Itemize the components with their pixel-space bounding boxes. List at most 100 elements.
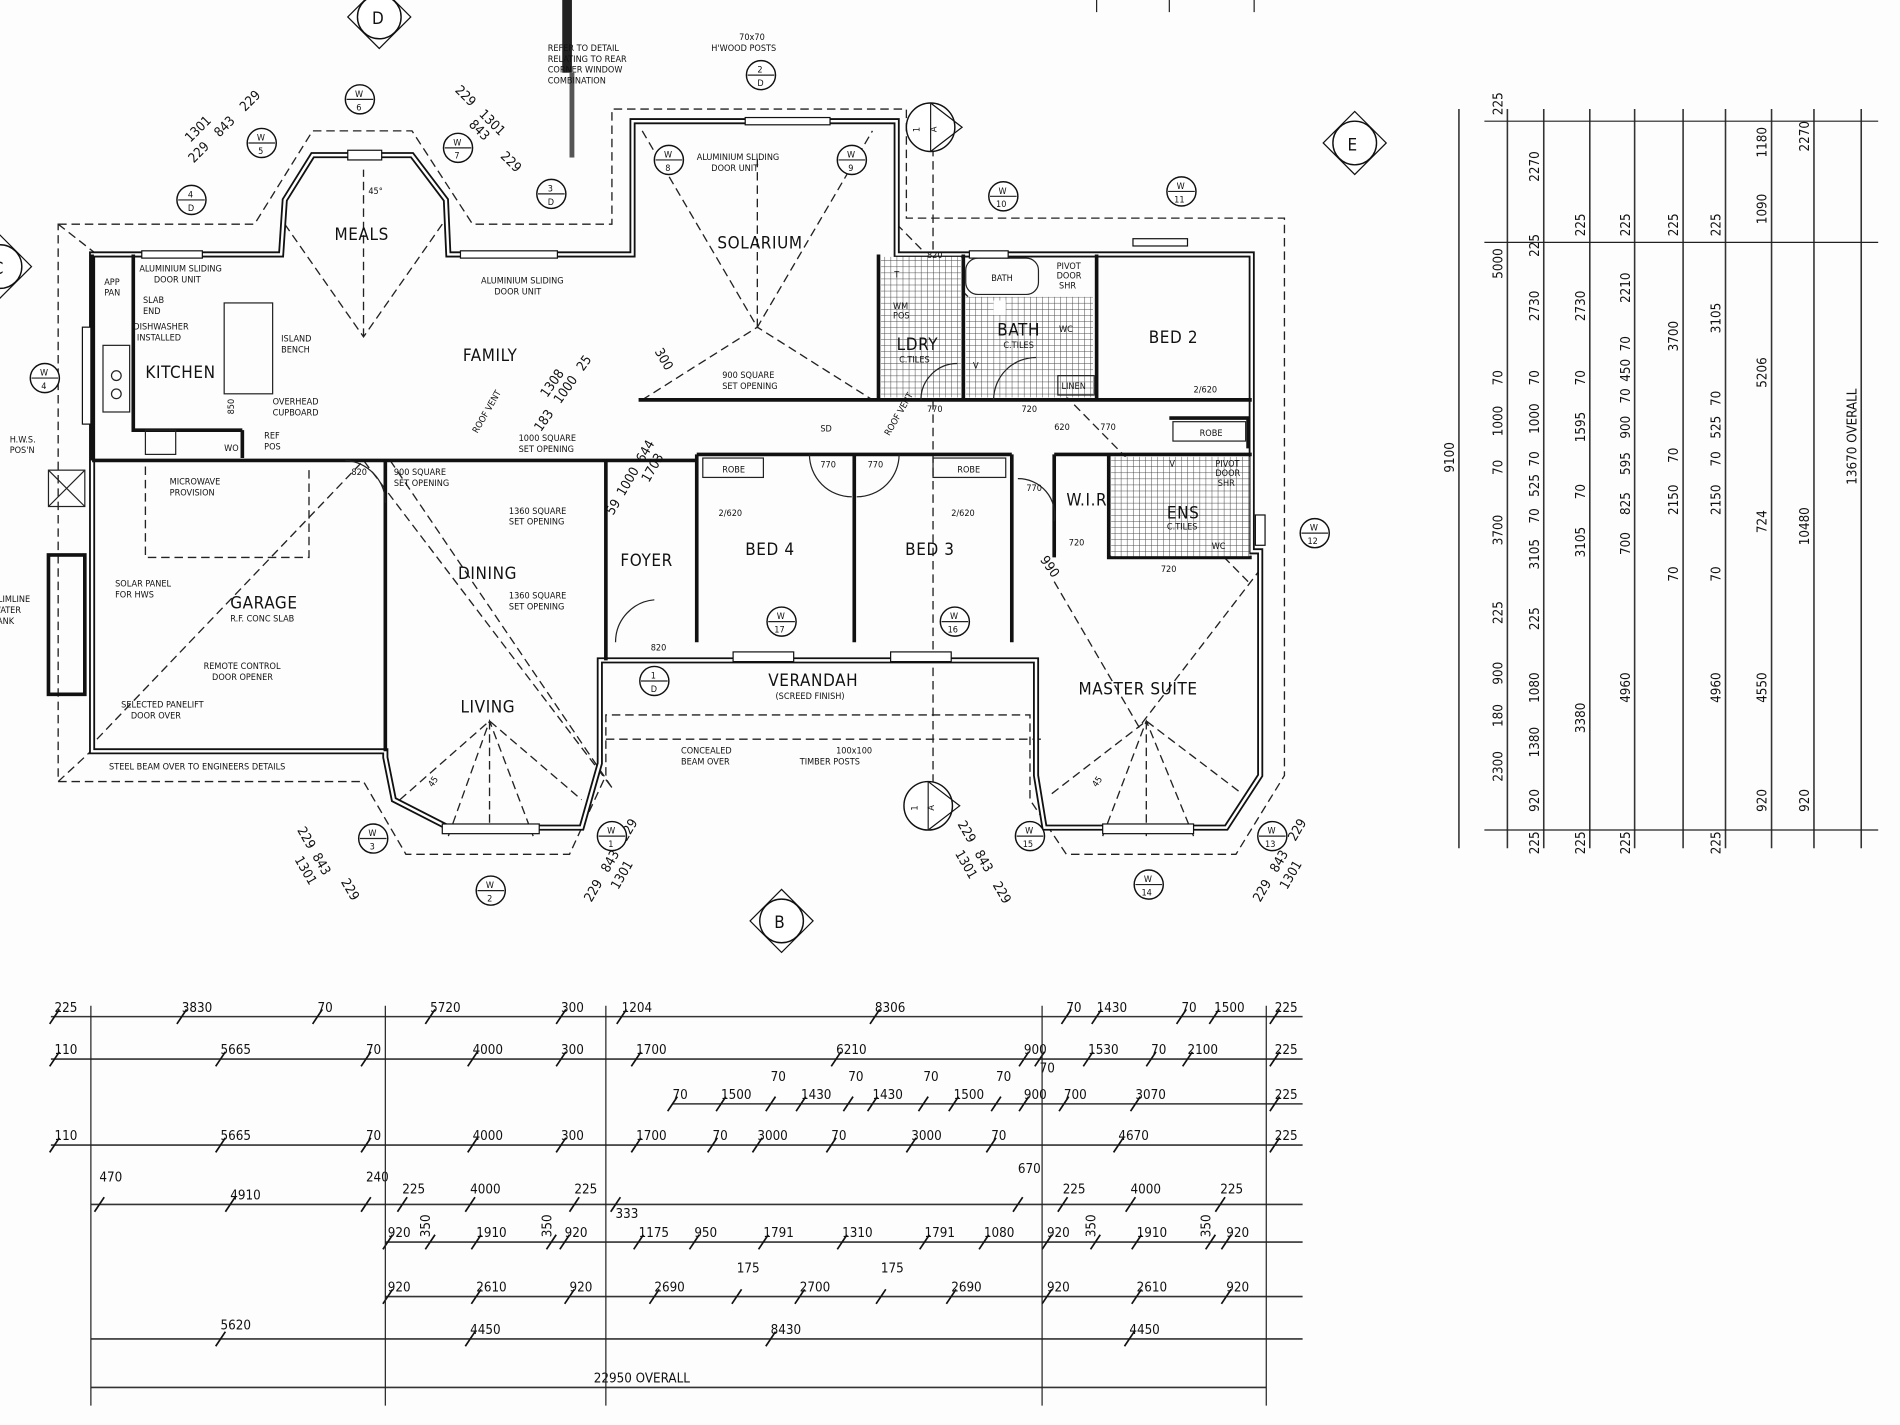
dimension-value: 920 bbox=[570, 1281, 593, 1296]
dimension-tick bbox=[464, 1196, 476, 1213]
dimension-value: 70 bbox=[771, 1070, 786, 1085]
section-marker-letter: A bbox=[930, 126, 940, 132]
vertical-dimension-value: 70 bbox=[1710, 451, 1725, 466]
dimension-tick bbox=[1057, 1196, 1069, 1213]
vertical-dimension-value: 450 bbox=[1619, 359, 1634, 382]
vertical-dimension-value: 700 bbox=[1619, 532, 1634, 555]
detail-marker: 2D bbox=[745, 59, 777, 91]
window-marker-w4: W4 bbox=[29, 362, 61, 394]
svg-text:229: 229 bbox=[497, 149, 524, 176]
room-label-bath: BATH bbox=[997, 320, 1040, 340]
dimension-tick bbox=[825, 1137, 837, 1153]
internal-walls bbox=[90, 254, 1252, 752]
detail-marker-number: 4 bbox=[188, 191, 193, 201]
svg-text:770: 770 bbox=[1026, 484, 1042, 494]
dimension-value: 4000 bbox=[470, 1183, 500, 1198]
window-marker-w14: W14 bbox=[1133, 869, 1164, 900]
vertical-dimension-value: 70 bbox=[1574, 484, 1589, 499]
dimension-tick bbox=[869, 1008, 881, 1025]
dimension-value: 350 bbox=[540, 1214, 555, 1237]
dimension-value: 1500 bbox=[954, 1088, 984, 1103]
dimension-tick bbox=[919, 1234, 931, 1250]
door-size-labels: 820 770 720 620 770 770 770 2/620 2/620 … bbox=[227, 251, 1217, 654]
dimension-tick bbox=[1208, 1008, 1220, 1025]
vertical-dimension-value: 2270 bbox=[1528, 151, 1543, 181]
svg-text:720: 720 bbox=[1069, 538, 1085, 548]
note-roof-vent-2: ROOF VENT bbox=[883, 391, 916, 438]
dimension-tick bbox=[382, 1234, 394, 1250]
dimension-value: 1310 bbox=[842, 1226, 872, 1241]
dimension-value: 700 bbox=[1064, 1088, 1087, 1103]
window-marker-w11: W11 bbox=[1166, 176, 1197, 207]
room-label-kitchen: KITCHEN bbox=[145, 362, 215, 382]
window-marker-prefix: W bbox=[1177, 182, 1185, 192]
vertical-dimension-value: 70 bbox=[1528, 370, 1543, 385]
vertical-dimension-value: 70 bbox=[1574, 370, 1589, 385]
vertical-dimension-value: 13670 OVERALL bbox=[1845, 388, 1860, 484]
dimension-tick bbox=[224, 1196, 236, 1213]
window-marker-prefix: W bbox=[847, 151, 855, 161]
dimension-value: 5665 bbox=[221, 1129, 251, 1144]
dimension-tick bbox=[757, 1234, 769, 1250]
dimension-tick bbox=[948, 1096, 960, 1112]
room-label-bed3: BED 3 bbox=[905, 539, 954, 559]
dimension-value: 920 bbox=[1047, 1226, 1070, 1241]
note-angle-master: 45 bbox=[1091, 775, 1105, 789]
dimension-value: 350 bbox=[1084, 1214, 1099, 1237]
window-marker-prefix: W bbox=[355, 90, 363, 100]
dimension-value: 1791 bbox=[925, 1226, 955, 1241]
dimension-tick bbox=[1082, 1051, 1094, 1067]
note-robe-bed3: ROBE bbox=[957, 466, 980, 476]
dimension-tick bbox=[765, 1096, 777, 1112]
vertical-dimension-value: 3105 bbox=[1574, 527, 1589, 557]
window-openings bbox=[81, 116, 1266, 835]
dimension-value: 3830 bbox=[182, 1001, 212, 1016]
svg-text:850: 850 bbox=[227, 399, 237, 415]
vertical-dimension-value: 724 bbox=[1756, 510, 1771, 533]
detail-marker: 1D bbox=[639, 665, 670, 697]
svg-text:820: 820 bbox=[351, 468, 367, 478]
dimension-value: 225 bbox=[402, 1183, 425, 1198]
vertical-dimension-value: 70 bbox=[1667, 566, 1682, 581]
vertical-dimension-value: 920 bbox=[1798, 789, 1813, 812]
window-marker-prefix: W bbox=[1025, 827, 1033, 837]
room-label-dining: DINING bbox=[458, 563, 517, 583]
dimension-value: 950 bbox=[694, 1226, 717, 1241]
room-label-foyer: FOYER bbox=[620, 550, 672, 570]
window-marker-prefix: W bbox=[1310, 524, 1318, 534]
vertical-dimension-value: 70 bbox=[1528, 451, 1543, 466]
note-wall-oven: WO bbox=[224, 444, 239, 454]
note-vanity-bath: V bbox=[973, 361, 979, 371]
vertical-dimension-value: 3105 bbox=[1528, 539, 1543, 569]
window-marker-prefix: W bbox=[1144, 875, 1152, 885]
detail-marker-sheet: D bbox=[548, 198, 554, 208]
svg-text:770: 770 bbox=[868, 461, 884, 471]
vertical-dimension-value: 225 bbox=[1492, 601, 1507, 624]
detail-marker-sheet: D bbox=[757, 79, 763, 89]
vertical-dimension-value: 70 bbox=[1619, 336, 1634, 351]
window-marker-prefix: W bbox=[777, 612, 785, 622]
vertical-dimension-value: 1000 bbox=[1528, 403, 1543, 433]
vertical-dimension-value: 5000 bbox=[1492, 248, 1507, 278]
window-marker-prefix: W bbox=[453, 138, 461, 148]
dimension-value: 920 bbox=[388, 1226, 411, 1241]
dimension-tick bbox=[424, 1008, 436, 1025]
vertical-dimension-value: 2730 bbox=[1528, 291, 1543, 321]
dimension-value: 3000 bbox=[911, 1129, 941, 1144]
dimension-tick bbox=[470, 1288, 482, 1305]
vertical-dimension-value: 595 bbox=[1619, 452, 1634, 475]
svg-text:2/620: 2/620 bbox=[719, 509, 743, 519]
dimension-value: 350 bbox=[1200, 1214, 1215, 1237]
dimension-tick bbox=[1041, 1234, 1053, 1250]
note-trough: T bbox=[893, 270, 900, 280]
elevation-marker-d: D bbox=[346, 0, 412, 50]
dimension-tick bbox=[842, 1096, 854, 1112]
